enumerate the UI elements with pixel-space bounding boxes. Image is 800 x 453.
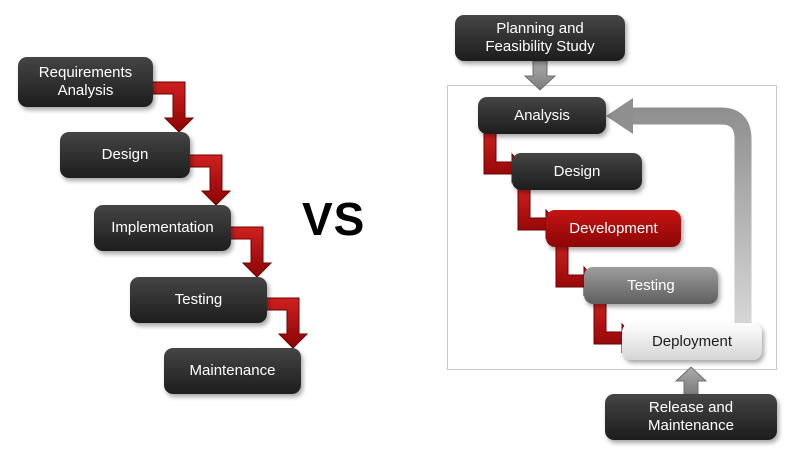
arrow-release-up-icon bbox=[674, 366, 708, 395]
feedback-loop-arrowhead-icon bbox=[606, 98, 633, 134]
waterfall-step-testing: Testing bbox=[130, 277, 267, 323]
waterfall-step-design: Design bbox=[60, 132, 190, 178]
sdlc-step-development: Development bbox=[546, 210, 681, 247]
arrow-requirements-to-design-icon bbox=[150, 81, 195, 133]
sdlc-step-design: Design bbox=[512, 153, 642, 190]
arrow-implementation-to-testing-icon bbox=[228, 226, 273, 278]
sdlc-step-deployment: Deployment bbox=[622, 323, 762, 360]
vs-label: VS bbox=[302, 193, 366, 245]
arrow-design-to-implementation-icon bbox=[187, 154, 232, 206]
arrow-planning-down-icon bbox=[523, 60, 557, 91]
sdlc-step-testing: Testing bbox=[584, 267, 718, 304]
arrow-testing-to-maintenance-icon bbox=[264, 297, 309, 349]
planning-feasibility-box: Planning and Feasibility Study bbox=[455, 15, 625, 61]
waterfall-step-requirements-analysis: Requirements Analysis bbox=[18, 57, 153, 107]
sdlc-step-analysis: Analysis bbox=[478, 97, 606, 134]
waterfall-step-maintenance: Maintenance bbox=[164, 348, 301, 394]
feedback-loop-arrow-icon bbox=[633, 107, 752, 340]
release-maintenance-box: Release and Maintenance bbox=[605, 394, 777, 440]
waterfall-step-implementation: Implementation bbox=[94, 205, 231, 251]
